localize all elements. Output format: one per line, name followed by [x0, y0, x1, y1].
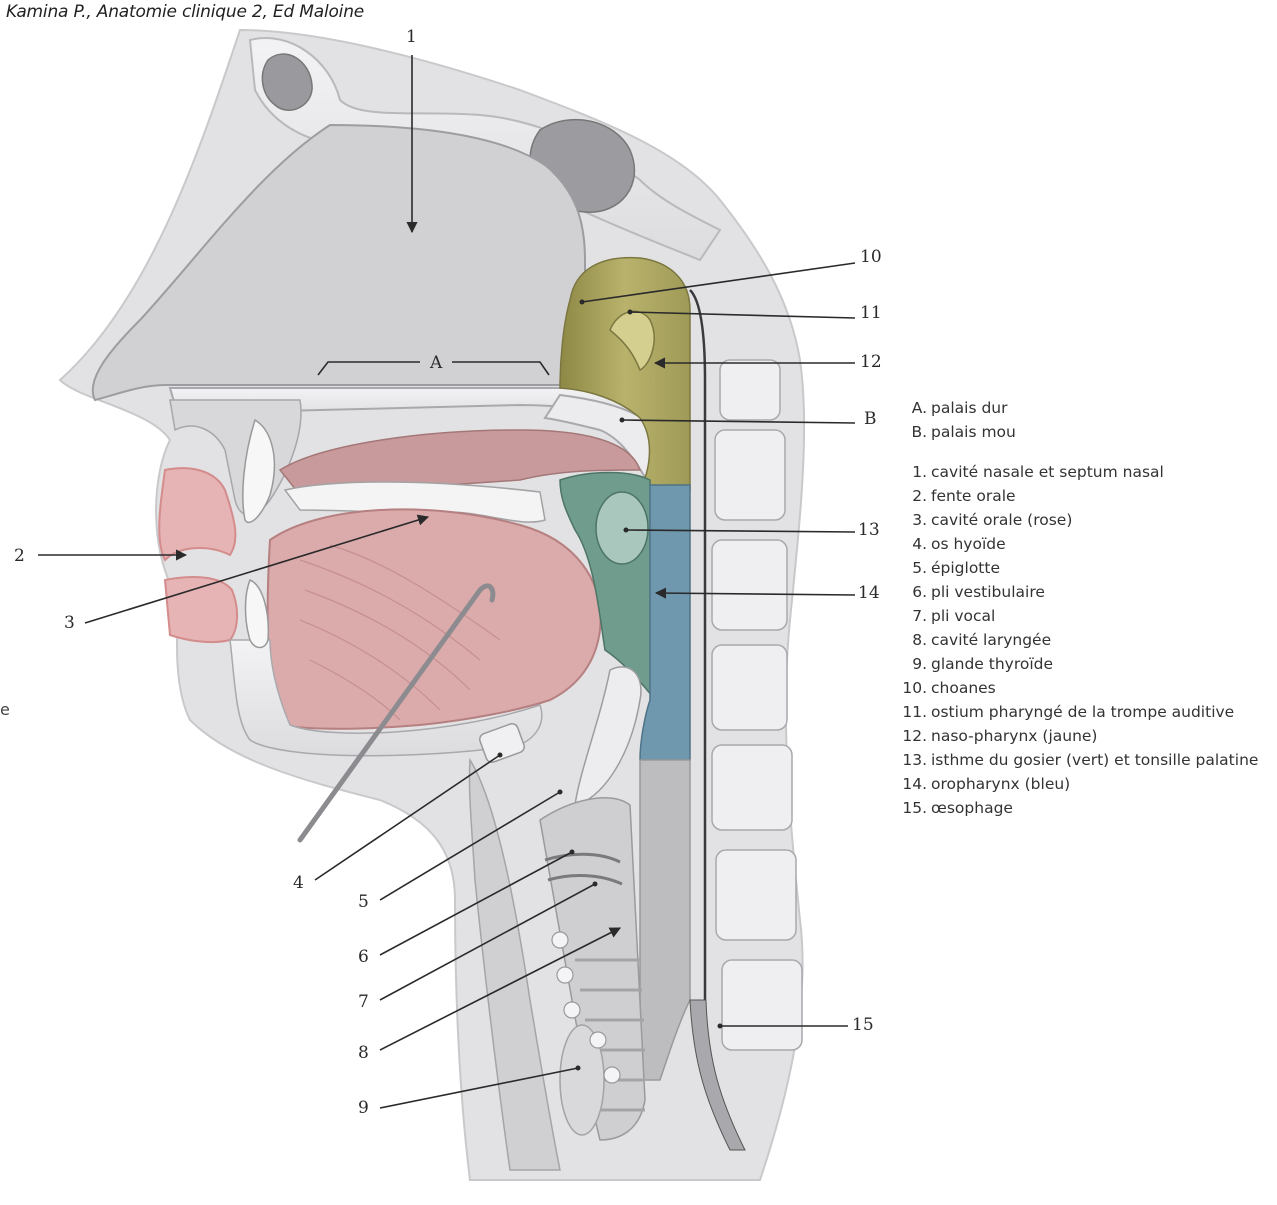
- nasal-cavity: [91, 123, 586, 402]
- leader-B: [621, 419, 856, 424]
- leader-7: [379, 883, 596, 1001]
- legend-row: 14.oropharynx (bleu): [902, 775, 1071, 793]
- leader-11: [629, 311, 856, 319]
- lower-incisor: [244, 579, 270, 649]
- leader-9: [379, 1067, 579, 1109]
- figure-credit: Kamina P., Anatomie clinique 2, Ed Maloi…: [6, 2, 365, 22]
- leader-4: [314, 754, 501, 881]
- legend-row: A.palais dur: [911, 399, 1008, 417]
- frontal-sinus: [261, 53, 313, 111]
- callout-11: 11: [860, 303, 882, 323]
- legend-row: 4.os hyoïde: [912, 535, 1006, 553]
- callout-8: 8: [358, 1043, 369, 1063]
- thyroid-gland: [559, 1024, 605, 1136]
- legend-row: 11.ostium pharyngé de la trompe auditive: [902, 703, 1235, 721]
- leader-10: [581, 262, 856, 303]
- upper-incisor: [242, 418, 276, 524]
- callout-15: 15: [852, 1015, 874, 1035]
- legend-row: 15.œsophage: [902, 799, 1013, 817]
- callout-B: B: [864, 409, 877, 429]
- legend-row: 6.pli vestibulaire: [912, 583, 1045, 601]
- callout-5: 5: [358, 892, 369, 912]
- legend-row: 3.cavité orale (rose): [912, 511, 1073, 529]
- cartilage-beads: [551, 931, 621, 1084]
- callout-A: A: [429, 353, 443, 373]
- leader-6: [379, 851, 573, 956]
- cervical-vertebrae: [711, 359, 803, 1051]
- leader-14: [654, 587, 856, 599]
- callout-4: 4: [293, 873, 304, 893]
- callout-6: 6: [358, 947, 369, 967]
- probe-rod: [297, 583, 496, 843]
- legend-row: 9.glande thyroïde: [912, 655, 1054, 673]
- callout-12: 12: [860, 352, 882, 372]
- lips: [158, 467, 237, 562]
- legend-row: 5.épiglotte: [912, 559, 1001, 577]
- legend-row: 12.naso-pharynx (jaune): [902, 727, 1098, 745]
- tongue: [266, 508, 602, 730]
- tracheal-rings: [575, 958, 645, 1112]
- callout-3: 3: [64, 613, 75, 633]
- bracket-A: [317, 361, 550, 376]
- palatine-tonsil: [595, 491, 649, 565]
- tongue-muscle-fibres: [299, 544, 501, 721]
- legend-row: 10.choanes: [902, 679, 996, 697]
- legend-row: 2.fente orale: [912, 487, 1016, 505]
- vocal-folds: [544, 852, 623, 886]
- legend-row: 13.isthme du gosier (vert) et tonsille p…: [902, 751, 1259, 769]
- leader-13: [625, 529, 856, 533]
- callout-7: 7: [358, 992, 369, 1012]
- callout-14: 14: [858, 583, 880, 603]
- legend-row: 8.cavité laryngée: [912, 631, 1052, 649]
- callout-9: 9: [358, 1098, 369, 1118]
- legend: A.palais dur B.palais mou 1.cavité nasal…: [895, 396, 1258, 820]
- epiglottis: [574, 666, 642, 806]
- callout-1: 1: [406, 27, 417, 47]
- neck-front-layers: [468, 757, 561, 1171]
- legend-row: 7.pli vocal: [912, 607, 996, 625]
- callout-10: 10: [860, 247, 882, 267]
- oral-cavity-upper: [278, 429, 642, 496]
- stray-glyph: e: [0, 700, 10, 719]
- legend-row: 1.cavité nasale et septum nasal: [912, 463, 1164, 481]
- leader-8: [379, 927, 621, 1051]
- leader-3: [84, 514, 430, 624]
- callout-13: 13: [858, 520, 880, 540]
- leader-5: [379, 791, 561, 901]
- legend-row: B.palais mou: [911, 423, 1016, 441]
- nasopharynx-region: [559, 256, 691, 491]
- oesophagus: [689, 999, 746, 1151]
- callout-2: 2: [14, 546, 25, 566]
- hyoid-bone: [479, 723, 525, 763]
- mandible: [229, 639, 543, 757]
